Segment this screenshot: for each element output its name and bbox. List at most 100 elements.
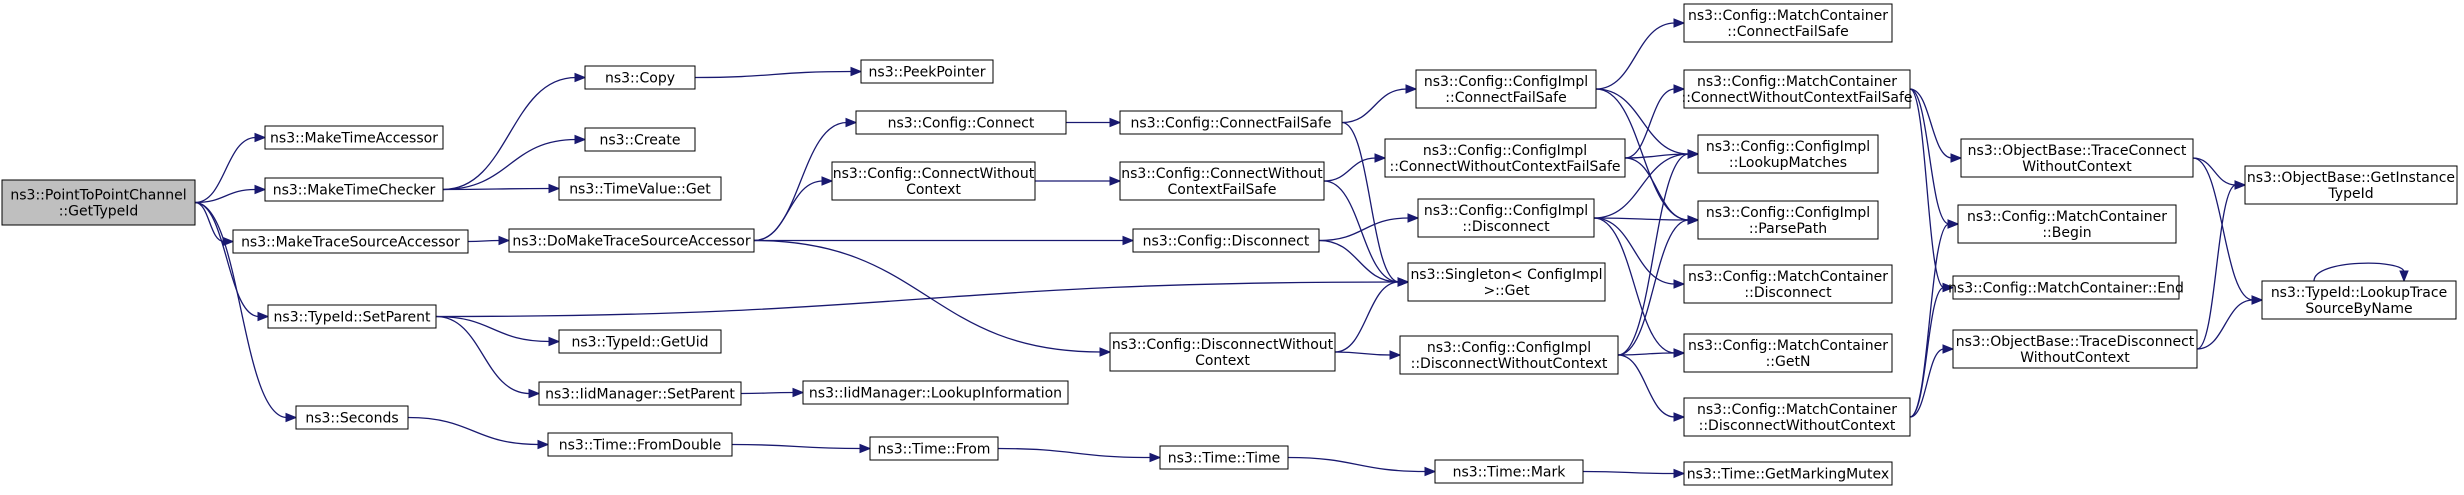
node-makeTimeAccessor[interactable]: ns3::MakeTimeAccessor [264, 125, 444, 150]
edge-timeMark-to-timeGetMarkingMutex [1582, 468, 1686, 479]
edge-iidSetParent-to-iidLookupInformation [740, 387, 805, 398]
node-label-line: ContextFailSafe [1168, 182, 1277, 198]
edge-line [442, 76, 577, 191]
arrowhead-icon [1424, 466, 1437, 477]
arrowhead-icon [1099, 347, 1112, 357]
node-timeMark[interactable]: ns3::Time::Mark [1434, 459, 1584, 484]
arrowhead-icon [1942, 344, 1955, 354]
node-label-line: ns3::Config::MatchContainer::End [1948, 281, 2184, 297]
node-root[interactable]: ns3::PointToPointChannel::GetTypeId [1, 179, 196, 226]
node-timeValueGet[interactable]: ns3::TimeValue::Get [558, 176, 722, 201]
node-copy[interactable]: ns3::Copy [584, 65, 696, 90]
node-iidSetParent[interactable]: ns3::IidManager::SetParent [538, 381, 742, 406]
node-label-line: ns3::TimeValue::Get [569, 182, 711, 198]
edge-configConnectWithoutContextFailSafe-to-singletonGet [1323, 180, 1410, 287]
edge-line [194, 201, 288, 419]
node-getUid[interactable]: ns3::TypeId::GetUid [558, 329, 722, 354]
node-timeTime[interactable]: ns3::Time::Time [1159, 445, 1289, 470]
node-implConnectFailSafe[interactable]: ns3::Config::ConfigImpl::ConnectFailSafe [1415, 69, 1597, 109]
node-configConnectWithoutContextFailSafe[interactable]: ns3::Config::ConnectWithoutContextFailSa… [1119, 161, 1325, 201]
node-label-line: ns3::Config::DisconnectWithout [1112, 337, 1334, 353]
node-doMakeTraceSourceAccessor[interactable]: ns3::DoMakeTraceSourceAccessor [508, 228, 755, 253]
edge-line [1617, 153, 1690, 356]
node-implLookupMatches[interactable]: ns3::Config::ConfigImpl::LookupMatches [1697, 134, 1879, 174]
node-label-line: ns3::Config::Disconnect [1143, 234, 1310, 250]
node-box [855, 110, 1067, 135]
node-obTraceDisconnectWithoutContext[interactable]: ns3::ObjectBase::TraceDisconnectWithoutC… [1952, 329, 2198, 369]
edge-line [407, 416, 540, 446]
arrowhead-icon [574, 134, 587, 145]
edge-line [1624, 157, 1690, 221]
node-iidLookupInformation[interactable]: ns3::IidManager::LookupInformation [802, 380, 1069, 405]
node-seconds[interactable]: ns3::Seconds [295, 405, 409, 430]
node-configConnectFailSafe[interactable]: ns3::Config::ConnectFailSafe [1119, 110, 1343, 135]
node-label-line: >::Get [1483, 283, 1530, 299]
node-box [869, 436, 999, 461]
arrowhead-icon [1947, 219, 1960, 229]
node-peekPointer[interactable]: ns3::PeekPointer [860, 59, 994, 84]
edge-line [1593, 217, 1690, 221]
node-obTraceConnectWithoutContext[interactable]: ns3::ObjectBase::TraceConnectWithoutCont… [1960, 138, 2194, 178]
edge-implDisconnectWithoutContext-to-mcGetN [1617, 348, 1686, 358]
node-box [508, 228, 755, 253]
arrowhead-icon [254, 184, 267, 195]
node-typeIdSetParent[interactable]: ns3::TypeId::SetParent [267, 304, 437, 329]
node-label-line: WithoutContext [2020, 350, 2130, 366]
node-label-line: ns3::Create [599, 133, 680, 149]
edge-line [2313, 262, 2405, 282]
node-label-line: ::Disconnect [1744, 285, 1832, 301]
node-timeFrom[interactable]: ns3::Time::From [869, 436, 999, 461]
node-label-line: ns3::Config::MatchContainer [1967, 209, 2167, 225]
edge-configDisconnect-to-singletonGet [1318, 239, 1410, 287]
edge-implDisconnectWithoutContext-to-implLookupMatches [1617, 149, 1700, 356]
edge-line [1341, 88, 1408, 124]
node-label-line: ns3::MakeTraceSourceAccessor [241, 235, 460, 251]
node-label-line: ns3::Config::ConfigImpl [1423, 143, 1587, 159]
node-label-line: ns3::DoMakeTraceSourceAccessor [512, 234, 750, 250]
edge-implConnectFailSafe-to-mcConnectFailSafe [1595, 18, 1686, 90]
node-configConnectWithoutContext[interactable]: ns3::Config::ConnectWithoutContext [831, 161, 1036, 201]
node-implConnectWithoutContextFailSafe[interactable]: ns3::Config::ConfigImpl::ConnectWithoutC… [1384, 138, 1626, 178]
node-singletonGet[interactable]: ns3::Singleton< ConfigImpl>::Get [1407, 262, 1606, 302]
node-implDisconnect[interactable]: ns3::Config::ConfigImpl::Disconnect [1417, 198, 1595, 238]
node-implParsePath[interactable]: ns3::Config::ConfigImpl::ParsePath [1697, 200, 1879, 240]
edge-makeTimeChecker-to-copy [442, 72, 587, 191]
edge-typeIdSetParent-to-singletonGet [435, 277, 1410, 318]
node-box [1159, 445, 1289, 470]
node-mcEnd[interactable]: ns3::Config::MatchContainer::End [1948, 275, 2184, 300]
edge-root-to-seconds [194, 201, 298, 423]
node-box [1434, 459, 1584, 484]
node-label-line: ns3::Config::ConfigImpl [1424, 74, 1588, 90]
node-configDisconnect[interactable]: ns3::Config::Disconnect [1132, 228, 1320, 253]
node-configConnect[interactable]: ns3::Config::Connect [855, 110, 1067, 135]
node-label-line: ns3::Config::ConfigImpl [1424, 203, 1588, 219]
edge-line [1318, 217, 1410, 242]
node-label-line: ns3::TypeId::GetUid [571, 335, 708, 351]
arrowhead-icon [1942, 282, 1955, 293]
node-label-line: ns3::TypeId::SetParent [274, 310, 431, 326]
arrowhead-icon [548, 183, 561, 194]
node-makeTraceSourceAccessor[interactable]: ns3::MakeTraceSourceAccessor [232, 229, 469, 254]
node-makeTimeChecker[interactable]: ns3::MakeTimeChecker [264, 177, 444, 202]
node-label-line: ns3::IidManager::SetParent [545, 387, 735, 403]
node-box [1952, 275, 2180, 300]
node-box [295, 405, 409, 430]
node-mcBegin[interactable]: ns3::Config::MatchContainer::Begin [1957, 204, 2177, 244]
node-create[interactable]: ns3::Create [584, 127, 696, 152]
node-configDisconnectWithoutContext[interactable]: ns3::Config::DisconnectWithoutContext [1109, 332, 1336, 372]
edge-configConnectFailSafe-to-implConnectFailSafe [1341, 84, 1418, 124]
node-label-line: SourceByName [2305, 301, 2412, 317]
node-mcConnectWithoutContextFailSafe[interactable]: ns3::Config::MatchContainer::ConnectWith… [1681, 69, 1913, 109]
arrowhead-icon [498, 235, 511, 246]
node-mcDisconnectWithoutContext[interactable]: ns3::Config::MatchContainer::DisconnectW… [1683, 397, 1911, 437]
node-timeGetMarkingMutex[interactable]: ns3::Time::GetMarkingMutex [1683, 461, 1893, 486]
nodes-layer: ns3::PointToPointChannel::GetTypeIdns3::… [1, 3, 2458, 486]
node-mcGetN[interactable]: ns3::Config::MatchContainer::GetN [1683, 333, 1893, 373]
node-timeFromDouble[interactable]: ns3::Time::FromDouble [547, 432, 733, 457]
arrowhead-icon [574, 72, 587, 83]
node-implDisconnectWithoutContext[interactable]: ns3::Config::ConfigImpl::DisconnectWitho… [1399, 335, 1619, 375]
node-mcConnectFailSafe[interactable]: ns3::Config::MatchContainer::ConnectFail… [1683, 3, 1893, 43]
node-mcDisconnect[interactable]: ns3::Config::MatchContainer::Disconnect [1683, 264, 1893, 304]
